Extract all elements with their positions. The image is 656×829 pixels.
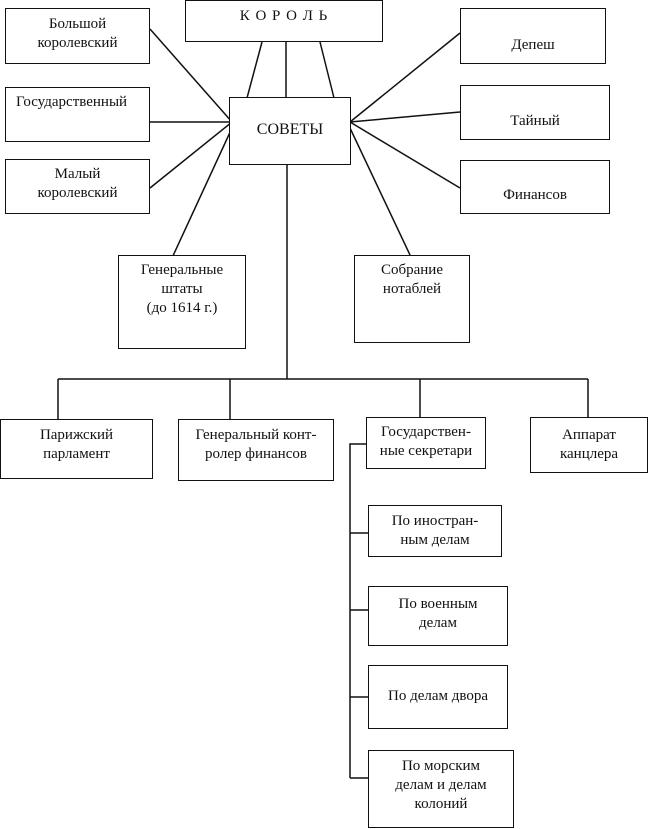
- secret-council-box: Тайный: [460, 85, 610, 140]
- connector-councils-secret: [349, 111, 461, 123]
- connector-councils-finance: [349, 121, 461, 189]
- councils-box: СОВЕТЫ: [229, 97, 351, 165]
- court-affairs-box: По делам двора: [368, 665, 508, 729]
- secretaries-of-state-box: Государствен- ные секретари: [366, 417, 486, 469]
- state-council-box: Государственный: [5, 87, 150, 142]
- connector-councils-notables: [349, 127, 411, 256]
- small-royal-council-box: Малый королевский: [5, 159, 150, 214]
- connector-councils-small-royal: [149, 121, 233, 189]
- foreign-affairs-box: По иностран- ным делам: [368, 505, 502, 557]
- grand-royal-council-box: Большой королевский: [5, 8, 150, 64]
- assembly-of-notables-box: Собрание нотаблей: [354, 255, 470, 343]
- naval-colonial-affairs-box: По морским делам и делам колоний: [368, 750, 514, 828]
- finance-council-box: Финансов: [460, 160, 610, 214]
- depesh-council-box: Депеш: [460, 8, 606, 64]
- chancellor-office-box: Аппарат канцлера: [530, 417, 648, 473]
- controller-general-box: Генеральный конт- ролер финансов: [178, 419, 334, 481]
- connector-king-councils-right: [319, 41, 335, 99]
- connector-councils-depesh: [349, 32, 461, 123]
- connector-secretaries-spine: [349, 443, 366, 778]
- king-box: К О Р О Л Ь: [185, 0, 383, 42]
- paris-parlement-box: Парижский парламент: [0, 419, 153, 479]
- estates-general-box: Генеральные штаты (до 1614 г.): [118, 255, 246, 349]
- connector-councils-grand-royal: [149, 28, 233, 123]
- connector-king-councils-left: [246, 41, 263, 99]
- connector-councils-estates-general: [171, 127, 233, 259]
- military-affairs-box: По военным делам: [368, 586, 508, 646]
